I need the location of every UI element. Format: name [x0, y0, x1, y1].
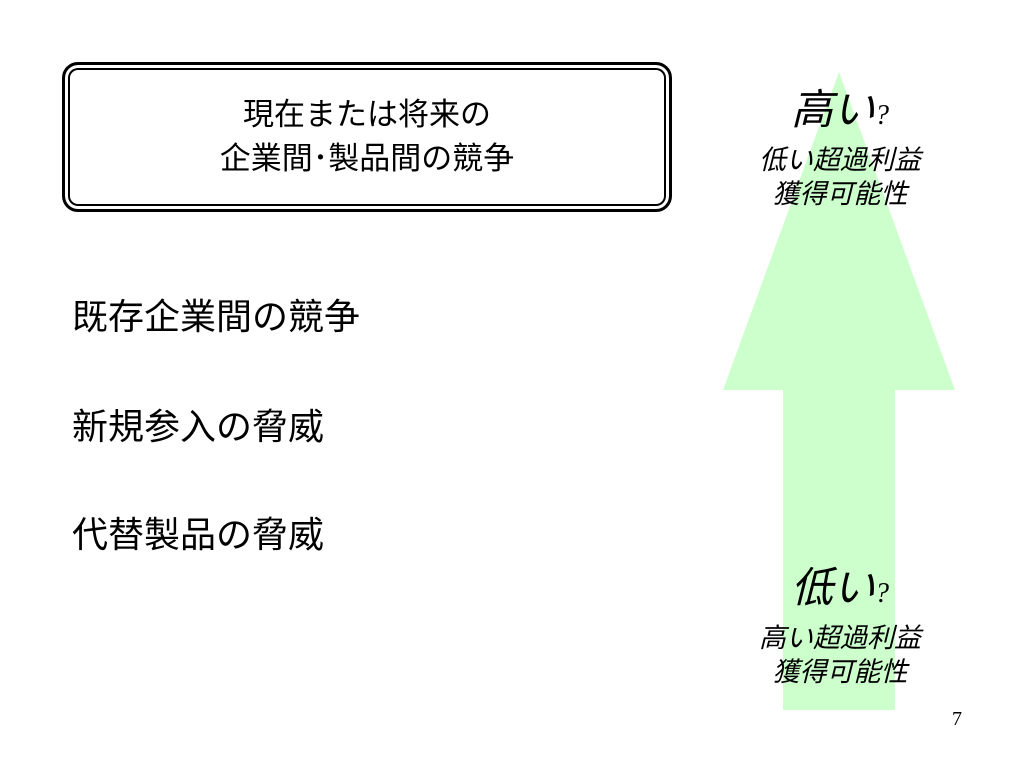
profit-low-label: 低い超過利益: [759, 145, 921, 176]
arrow-bottom-label: 低い? 高い超過利益 獲得可能性: [710, 560, 970, 690]
arrow-top-label: 高い? 低い超過利益 獲得可能性: [710, 82, 970, 212]
force-item-new-entrants: 新規参入の脅威: [72, 407, 325, 448]
force-item-rivalry: 既存企業間の競争: [72, 297, 361, 338]
question-mark: ?: [875, 100, 889, 131]
title-box: 現在または将来の 企業間･製品間の競争: [62, 62, 672, 212]
level-high-text: 高い: [790, 85, 875, 134]
level-high-label: 高い?: [710, 82, 970, 144]
force-item-substitutes: 代替製品の脅威: [72, 515, 325, 556]
title-line-1: 現在または将来の: [243, 97, 491, 133]
profit-possibility-label: 獲得可能性: [772, 179, 908, 210]
level-low-text: 低い: [790, 563, 875, 612]
profit-high-label: 高い超過利益: [759, 623, 921, 654]
question-mark: ?: [875, 578, 889, 609]
profit-possibility-label: 獲得可能性: [772, 657, 908, 688]
arrow-shape: [723, 72, 955, 710]
page-number: 7: [952, 708, 962, 730]
level-low-label: 低い?: [710, 560, 970, 622]
title-line-2: 企業間･製品間の競争: [219, 141, 515, 177]
up-arrow-icon: [723, 72, 955, 710]
